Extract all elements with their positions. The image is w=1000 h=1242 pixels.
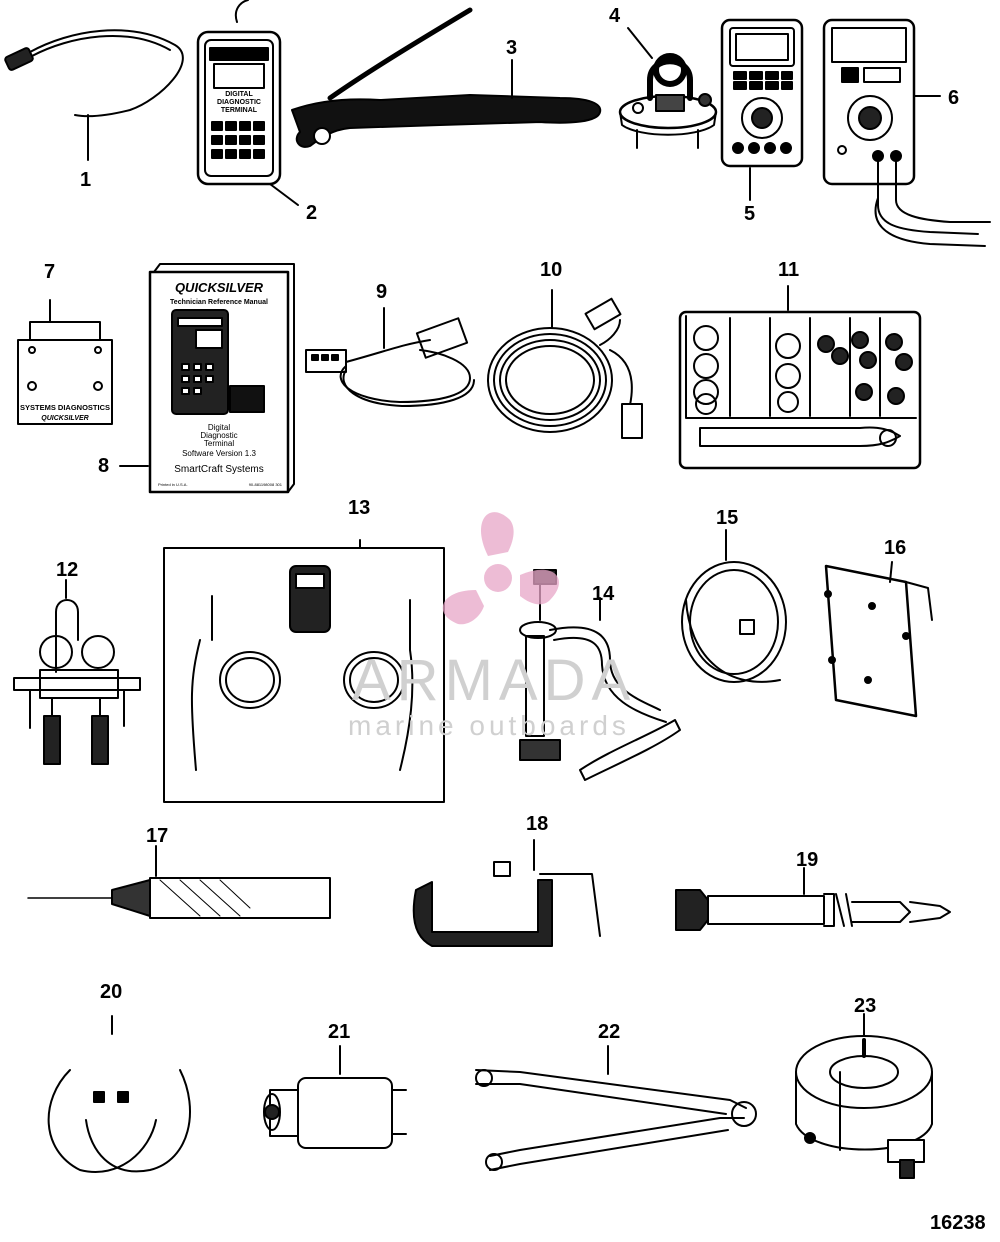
item-17-hose-icon <box>27 845 331 919</box>
manual-line2: Diagnostic <box>200 431 237 440</box>
callout-20: 20 <box>100 981 123 1003</box>
callout-21: 21 <box>328 1021 351 1043</box>
item-8-manual-icon <box>119 263 295 494</box>
callout-5: 5 <box>744 203 756 225</box>
callout-7: 7 <box>44 261 56 283</box>
item-7-diagnostics-cartridge-icon <box>17 299 113 425</box>
watermark-subtitle: marine outboards <box>348 710 630 741</box>
item-23-split-collar-icon <box>795 1013 933 1179</box>
item-20-wire-harness-icon <box>47 1015 191 1173</box>
item-18-c-clamp-icon <box>412 839 601 947</box>
item-1-harness-icon <box>4 29 184 161</box>
manual-line3: Terminal <box>204 439 234 448</box>
item-12-gauge-set-icon <box>13 579 141 765</box>
terminal-label-line1: DIGITAL <box>225 91 253 98</box>
item-22-spanner-wrench-icon <box>475 1045 757 1171</box>
terminal-brand: QUICKSILVER <box>212 50 266 59</box>
callout-6: 6 <box>948 87 960 109</box>
terminal-label-line3: TERMINAL <box>221 107 258 114</box>
callout-17: 17 <box>146 825 169 847</box>
item-3-tool-icon <box>291 7 602 148</box>
manual-line1: Digital <box>208 423 230 432</box>
callout-2: 2 <box>306 202 318 224</box>
callout-22: 22 <box>598 1021 621 1043</box>
item-2-diagnostic-terminal-icon <box>196 0 299 206</box>
cartridge-brand: QUICKSILVER <box>41 415 88 422</box>
item-6-multimeter-leads-icon <box>822 18 991 247</box>
manual-footer-left: Printed in U.S.A. <box>158 482 188 487</box>
manual-product: SmartCraft Systems <box>174 464 263 475</box>
item-16-plate-icon <box>824 561 933 718</box>
callout-1: 1 <box>80 169 92 191</box>
item-4-lifting-eye-icon <box>618 27 718 149</box>
callout-16: 16 <box>884 537 907 559</box>
callout-8: 8 <box>98 455 110 477</box>
callout-3: 3 <box>506 37 518 59</box>
armada-propeller-logo <box>442 512 559 625</box>
item-11-oring-kit-icon <box>678 285 922 470</box>
manual-brand: QUICKSILVER <box>175 280 264 295</box>
callout-12: 12 <box>56 559 79 581</box>
callout-15: 15 <box>716 507 739 529</box>
callout-13: 13 <box>348 497 371 519</box>
callout-23: 23 <box>854 995 877 1017</box>
callout-19: 19 <box>796 849 819 871</box>
manual-version: Software Version 1.3 <box>182 449 256 458</box>
item-9-adapter-cable-icon <box>305 307 475 407</box>
callout-4: 4 <box>609 5 621 27</box>
item-19-shaft-tool-icon <box>675 867 951 931</box>
manual-footer-right: 90-881198008 301 <box>249 482 283 487</box>
watermark-name: ARMADA <box>352 648 637 713</box>
item-5-multimeter-icon <box>720 18 804 201</box>
callout-18: 18 <box>526 813 549 835</box>
callout-9: 9 <box>376 281 388 303</box>
callout-10: 10 <box>540 259 563 281</box>
item-15-filter-wrench-icon <box>681 529 787 683</box>
figure-number: 16238 <box>930 1212 986 1234</box>
item-10-coiled-cable-icon <box>487 289 643 439</box>
terminal-label-line2: DIAGNOSTIC <box>217 99 261 106</box>
cartridge-label: SYSTEMS DIAGNOSTICS <box>20 403 110 412</box>
callout-11: 11 <box>778 259 800 281</box>
manual-title: Technician Reference Manual <box>170 299 268 306</box>
callout-14: 14 <box>592 583 615 605</box>
item-21-cylinder-tool-icon <box>263 1045 407 1149</box>
item-13-kit-box-icon <box>163 539 445 803</box>
